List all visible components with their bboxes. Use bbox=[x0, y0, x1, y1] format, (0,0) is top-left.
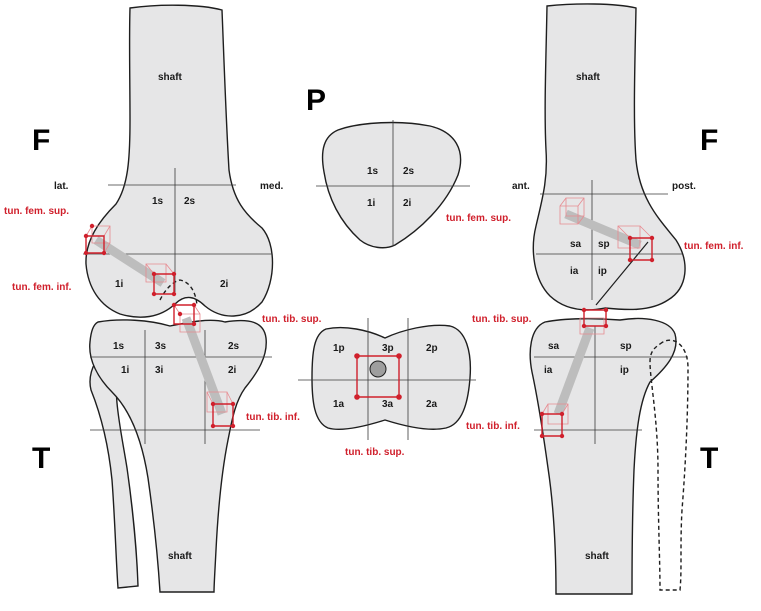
front-femur-shaft-label: shaft bbox=[158, 72, 183, 83]
femur-letter-right: F bbox=[700, 124, 718, 157]
side-tibia-zone-ia: ia bbox=[544, 365, 553, 376]
front-femur-zone-1i: 1i bbox=[115, 279, 124, 290]
front-tib-inf-marker bbox=[206, 391, 236, 429]
side-femur-zone-sa: sa bbox=[570, 239, 582, 250]
front-femur-zone-1s: 1s bbox=[152, 196, 164, 207]
side-fem-inf-marker bbox=[617, 225, 655, 263]
side-tib-inf-label: tun. tib. inf. bbox=[466, 421, 520, 432]
side-femur-zone-ia: ia bbox=[570, 266, 579, 277]
patella-view: P 1s 2s 1i 2i bbox=[306, 84, 470, 249]
lateral-label: lat. bbox=[54, 181, 69, 192]
front-tibia-zone-1s: 1s bbox=[113, 341, 125, 352]
front-view: F T shaft shaft lat. med. 1s 2s 1i 2i 1s… bbox=[4, 4, 322, 593]
front-tibia-zone-3i: 3i bbox=[155, 365, 164, 376]
medial-label: med. bbox=[260, 181, 284, 192]
side-femur-zone-ip: ip bbox=[598, 266, 607, 277]
front-femur bbox=[85, 4, 274, 318]
front-fibula bbox=[89, 355, 139, 589]
patella-zone-1s: 1s bbox=[367, 166, 379, 177]
front-femur-zone-2s: 2s bbox=[184, 196, 196, 207]
side-view: F T shaft shaft ant. post. sa sp ia ip s… bbox=[446, 3, 744, 595]
front-femur-zone-2i: 2i bbox=[220, 279, 229, 290]
plateau-zone-2a: 2a bbox=[426, 399, 438, 410]
tibia-letter-right: T bbox=[700, 442, 718, 475]
patella-zone-1i: 1i bbox=[367, 198, 376, 209]
front-fem-inf-label: tun. fem. inf. bbox=[12, 282, 72, 293]
front-tib-sup-label: tun. tib. sup. bbox=[262, 314, 322, 325]
front-tib-sup-marker bbox=[171, 302, 201, 333]
side-femur-zone-sp: sp bbox=[598, 239, 610, 250]
side-fem-sup-label: tun. fem. sup. bbox=[446, 213, 511, 224]
front-tibia-shaft-label: shaft bbox=[168, 551, 193, 562]
front-tib-inf-label: tun. tib. inf. bbox=[246, 412, 300, 423]
side-fibula-dashed bbox=[649, 339, 689, 591]
side-fem-inf-label: tun. fem. inf. bbox=[684, 241, 744, 252]
front-fem-inf-marker bbox=[145, 263, 177, 297]
side-fem-sup-marker bbox=[559, 197, 585, 225]
front-tibia-zone-2s: 2s bbox=[228, 341, 240, 352]
side-tibia-zone-ip: ip bbox=[620, 365, 629, 376]
patella-zone-2i: 2i bbox=[403, 198, 412, 209]
plateau-tib-sup-label: tun. tib. sup. bbox=[345, 447, 405, 458]
plateau-zone-3a: 3a bbox=[382, 399, 394, 410]
plateau-view: 1p 3p 2p 1a 3a 2a tun. tib. sup. bbox=[298, 318, 476, 458]
side-tib-sup-label: tun. tib. sup. bbox=[472, 314, 532, 325]
side-tibia-zone-sp: sp bbox=[620, 341, 632, 352]
front-tibia-zone-1i: 1i bbox=[121, 365, 130, 376]
patella-zone-2s: 2s bbox=[403, 166, 415, 177]
patella-letter: P bbox=[306, 84, 326, 117]
side-femur bbox=[532, 3, 686, 311]
side-tendon-line bbox=[595, 241, 649, 306]
plateau-outline bbox=[311, 324, 472, 430]
side-tibia-shaft-label: shaft bbox=[585, 551, 610, 562]
plateau-zone-1a: 1a bbox=[333, 399, 345, 410]
side-tib-inf-marker bbox=[539, 403, 569, 439]
front-tibial-tunnel bbox=[181, 316, 227, 416]
anterior-label: ant. bbox=[512, 181, 530, 192]
tibia-letter-left: T bbox=[32, 442, 50, 475]
front-fem-sup-marker bbox=[83, 223, 111, 256]
plateau-zone-2p: 2p bbox=[426, 343, 438, 354]
plateau-tunnel-hole bbox=[369, 360, 387, 378]
side-tibia-zone-sa: sa bbox=[548, 341, 560, 352]
side-tibial-tunnel bbox=[553, 326, 595, 416]
front-notch-dash bbox=[159, 279, 198, 307]
patella-outline bbox=[321, 121, 462, 249]
femur-letter-left: F bbox=[32, 124, 50, 157]
side-femur-shaft-label: shaft bbox=[576, 72, 601, 83]
front-tibia-zone-2i: 2i bbox=[228, 365, 237, 376]
side-tib-sup-marker bbox=[579, 307, 609, 335]
posterior-label: post. bbox=[672, 181, 696, 192]
front-tibia bbox=[89, 319, 267, 593]
front-tibia-zone-3s: 3s bbox=[155, 341, 167, 352]
plateau-zone-1p: 1p bbox=[333, 343, 345, 354]
plateau-zone-3p: 3p bbox=[382, 343, 394, 354]
front-fem-sup-label: tun. fem. sup. bbox=[4, 206, 69, 217]
